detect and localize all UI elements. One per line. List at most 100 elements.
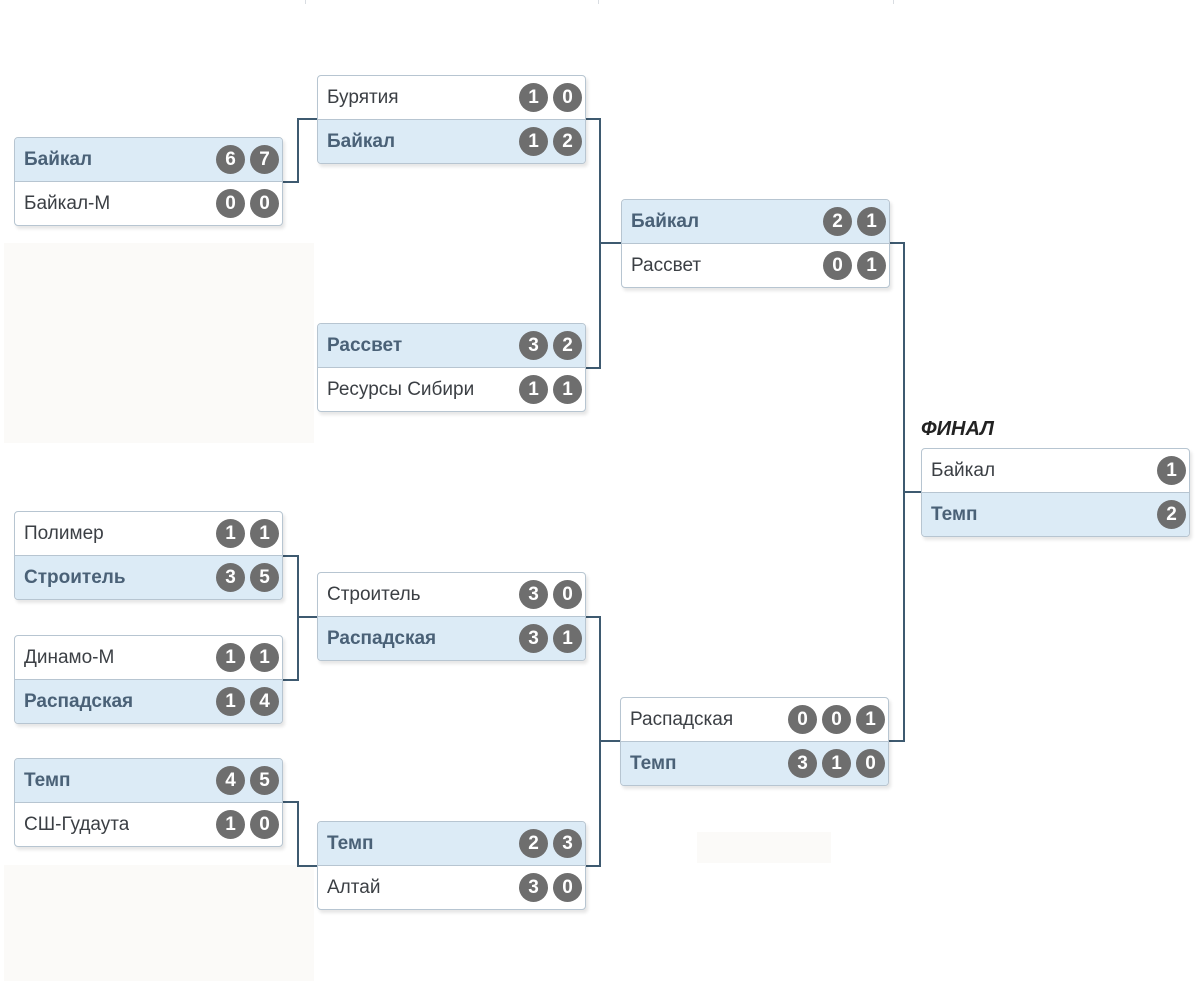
score-badge: 1: [216, 810, 245, 839]
score-badge: 0: [822, 705, 851, 734]
score-badge: 2: [519, 829, 548, 858]
score-badge: 2: [553, 127, 582, 156]
score-badge: 1: [553, 624, 582, 653]
team-name: Рассвет: [327, 335, 403, 356]
team-name: Полимер: [24, 523, 104, 544]
team-name: Ресурсы Сибири: [327, 379, 475, 400]
row-divider: [318, 865, 585, 866]
score-badge: 1: [553, 375, 582, 404]
team-name: Байкал-М: [24, 193, 111, 214]
team-name: Распадская: [630, 709, 734, 730]
team-name: Рассвет: [631, 255, 702, 276]
score-badge: 0: [216, 189, 245, 218]
team-name: Байкал: [24, 149, 93, 170]
background-shade: [697, 832, 831, 863]
row-divider: [922, 492, 1189, 493]
row-divider: [318, 119, 585, 120]
final-round-title: ФИНАЛ: [921, 418, 994, 440]
connector-line: [887, 242, 905, 742]
score-badge: 4: [250, 687, 279, 716]
score-badge: 2: [553, 331, 582, 360]
team-name: Темп: [630, 753, 677, 774]
team-name: Распадская: [24, 691, 134, 712]
score-badge: 0: [553, 873, 582, 902]
score-badge: 2: [1157, 500, 1186, 529]
score-badge: 1: [250, 519, 279, 548]
connector-line: [282, 555, 299, 681]
score-badge: 3: [519, 331, 548, 360]
team-name: СШ-Гудаута: [24, 814, 130, 835]
score-badge: 0: [553, 580, 582, 609]
score-group: 1: [1153, 449, 1186, 492]
score-badge: 5: [250, 766, 279, 795]
connector-line: [282, 118, 318, 183]
connector-line: [584, 118, 601, 369]
score-badge: 3: [788, 749, 817, 778]
score-badge: 6: [216, 145, 245, 174]
team-name: Байкал: [631, 211, 700, 232]
score-badge: 7: [250, 145, 279, 174]
score-badge: 0: [250, 189, 279, 218]
column-guide: [598, 0, 599, 4]
score-badge: 1: [857, 251, 886, 280]
background-shade: [4, 865, 314, 981]
column-guide: [893, 0, 894, 4]
row-divider: [15, 679, 282, 680]
score-badge: 1: [822, 749, 851, 778]
score-badge: 0: [788, 705, 817, 734]
team-name: Бурятия: [327, 87, 399, 108]
team-name: Распадская: [327, 628, 437, 649]
team-name: Динамо-М: [24, 647, 115, 668]
column-guide: [305, 0, 306, 4]
score-badge: 1: [1157, 456, 1186, 485]
score-badge: 1: [519, 127, 548, 156]
score-badge: 3: [519, 873, 548, 902]
